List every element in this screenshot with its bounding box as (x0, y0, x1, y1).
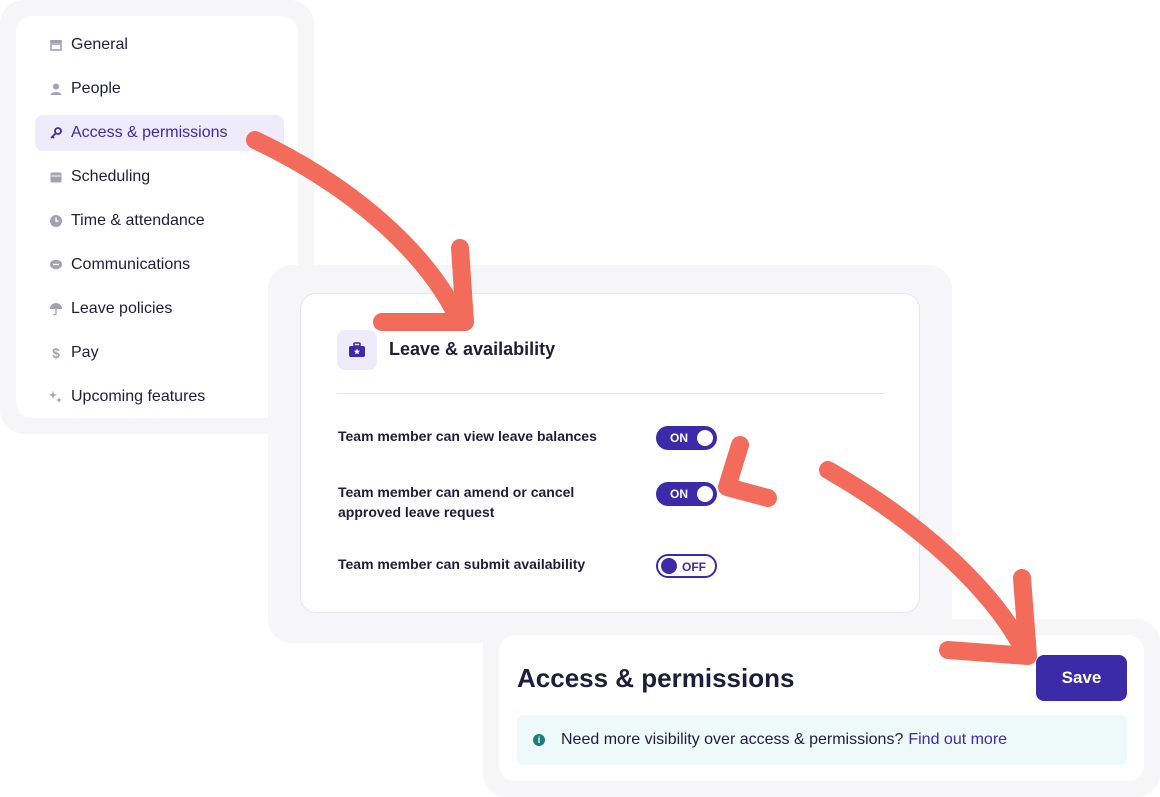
chat-icon (49, 258, 63, 272)
info-text: Need more visibility over access & permi… (561, 731, 904, 748)
sidebar-item-leave-policies[interactable]: Leave policies (35, 291, 284, 327)
sidebar-item-scheduling[interactable]: Scheduling (35, 159, 284, 195)
permission-label-amend-cancel: Team member can amend or cancel approved… (338, 484, 575, 520)
sidebar-item-label: Scheduling (71, 168, 151, 185)
toggle-state: OFF (682, 560, 706, 574)
store-icon (49, 38, 63, 52)
dollar-icon: $ (52, 345, 60, 361)
leave-panel (300, 293, 920, 613)
find-out-more-link[interactable]: Find out more (908, 731, 1008, 748)
info-banner: i Need more visibility over access & per… (517, 715, 1127, 765)
briefcase-star-icon (337, 330, 377, 370)
section-title: Leave & availability (389, 339, 556, 359)
sidebar-item-pay[interactable]: $ Pay (35, 335, 284, 371)
toggle-knob (697, 430, 713, 446)
sidebar-nav: General People Access & permissions Sche… (35, 27, 284, 423)
sidebar-item-label: Access & permissions (71, 124, 228, 141)
sidebar: General People Access & permissions Sche… (16, 16, 298, 418)
sidebar-item-label: Upcoming features (71, 388, 206, 405)
sidebar-item-general[interactable]: General (35, 27, 284, 63)
page-title: Access & permissions (517, 663, 795, 693)
sidebar-item-communications[interactable]: Communications (35, 247, 284, 283)
sidebar-item-label: Time & attendance (71, 212, 205, 229)
sidebar-item-access-permissions[interactable]: Access & permissions (35, 115, 284, 151)
toggle-state: ON (670, 431, 688, 445)
toggle-state: ON (670, 487, 688, 501)
toggle-knob (661, 558, 677, 574)
calendar-icon (49, 170, 63, 184)
key-icon (49, 126, 63, 140)
toggle-amend-cancel[interactable]: ON (656, 482, 717, 506)
save-button[interactable]: Save (1036, 655, 1127, 701)
umbrella-icon (49, 302, 63, 316)
sidebar-item-label: People (71, 80, 121, 97)
divider (337, 393, 885, 394)
sidebar-item-people[interactable]: People (35, 71, 284, 107)
person-icon (49, 82, 63, 96)
info-icon: i (533, 734, 545, 746)
sparkle-icon (49, 390, 63, 404)
sidebar-item-label: Communications (71, 256, 191, 273)
toggle-submit-availability[interactable]: OFF (656, 554, 717, 578)
sidebar-item-label: Pay (71, 344, 99, 361)
sidebar-item-upcoming-features[interactable]: Upcoming features (35, 379, 284, 415)
sidebar-item-time-attendance[interactable]: Time & attendance (35, 203, 284, 239)
toggle-knob (697, 486, 713, 502)
sidebar-item-label: Leave policies (71, 300, 173, 317)
toggle-view-balances[interactable]: ON (656, 426, 717, 450)
clock-icon (49, 214, 63, 228)
permission-label-view-balances: Team member can view leave balances (338, 428, 597, 444)
permission-label-submit-availability: Team member can submit availability (338, 556, 586, 572)
sidebar-item-label: General (71, 36, 128, 53)
